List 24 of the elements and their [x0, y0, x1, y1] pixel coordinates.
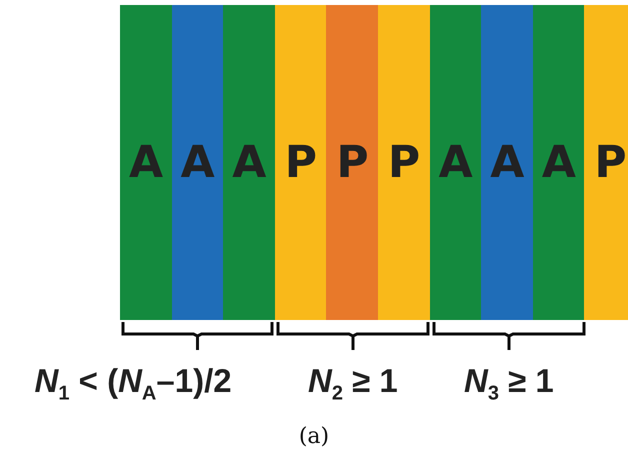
condition-label: N$_{2}$ ≥ 1	[308, 362, 398, 406]
stripe-letter: A	[438, 140, 473, 184]
stripe-letter: P	[594, 140, 627, 184]
stripe-letter: A	[180, 140, 215, 184]
color-stripe	[584, 5, 628, 320]
color-stripe	[481, 5, 534, 320]
condition-label: N$_{1}$ < (N$_{A}$–1)/2	[34, 362, 232, 406]
stripe-letter: A	[232, 140, 266, 184]
color-stripe	[326, 5, 378, 320]
caption: (a)	[298, 424, 330, 449]
color-stripe	[223, 5, 276, 320]
condition-label: N$_{3}$ ≥ 1	[464, 362, 554, 406]
stripe-letter: A	[542, 140, 576, 184]
stripe-letter: A	[490, 140, 524, 184]
stripe-letter: P	[388, 140, 420, 184]
stripe-letter: A	[129, 140, 164, 184]
color-stripe	[430, 5, 482, 320]
stripe-letter: P	[284, 140, 317, 184]
color-stripe	[274, 5, 327, 320]
color-stripe	[172, 5, 224, 320]
stripe-letter: P	[336, 140, 369, 184]
color-stripe	[532, 5, 585, 320]
color-stripe	[378, 5, 430, 320]
color-stripe	[120, 5, 172, 320]
